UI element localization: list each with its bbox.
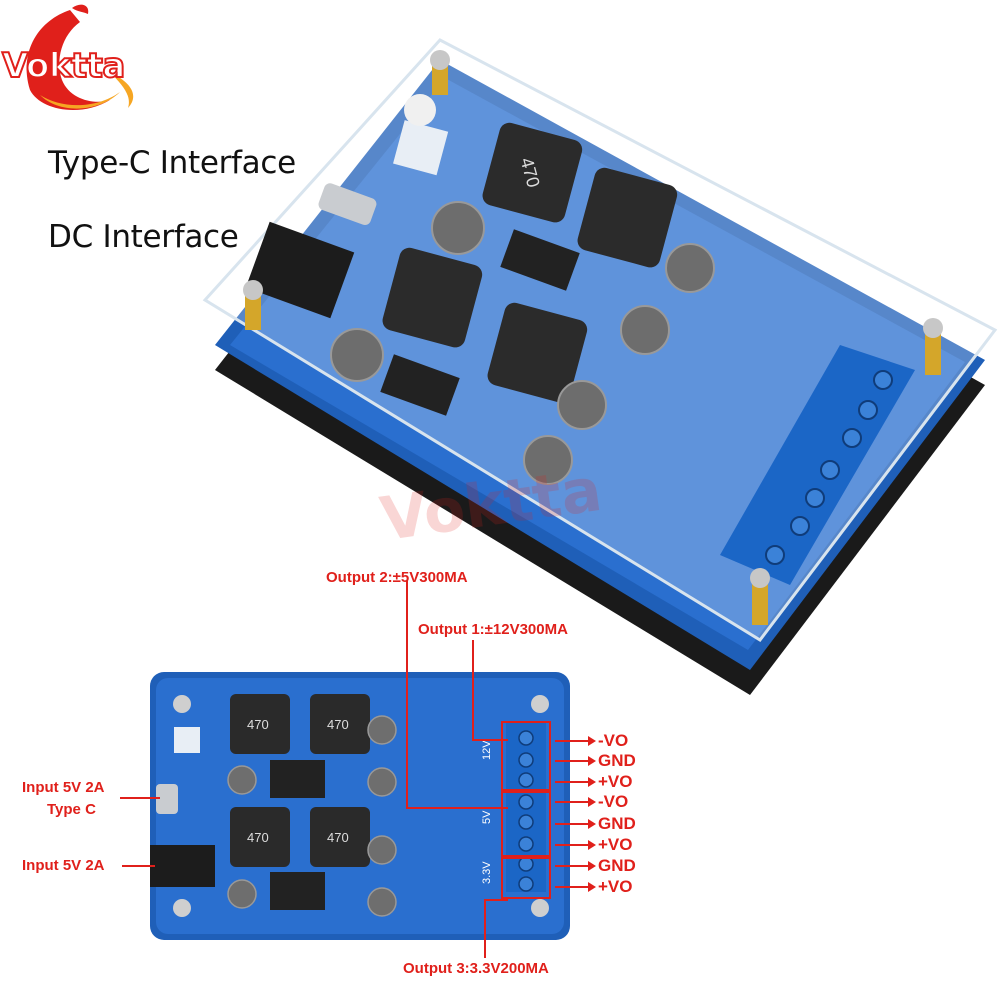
svg-text:470: 470 <box>247 830 269 845</box>
svg-text:470: 470 <box>327 717 349 732</box>
logo-text: Voktta <box>1 45 126 87</box>
output1-label: Output 1:±12V300MA <box>418 621 568 638</box>
pin-label: +VO <box>598 877 633 896</box>
inductor-mid-left <box>382 247 483 348</box>
pin-label: GND <box>598 814 636 833</box>
inductor-mid-right <box>487 302 588 403</box>
input-typec-label-line2: Type C <box>47 801 96 818</box>
pin-label: +VO <box>598 835 633 854</box>
silk-5v: 5V <box>481 810 493 824</box>
inductor-top-left: 470 <box>482 122 583 223</box>
pin-arrows <box>555 740 588 888</box>
pin-label: +VO <box>598 772 633 791</box>
dc-interface-label: DC Interface <box>48 219 239 255</box>
inductor-top-right <box>577 167 678 268</box>
type-c-interface-label: Type-C Interface <box>48 145 296 181</box>
pin-label: GND <box>598 856 636 875</box>
brand-logo: Voktta <box>0 0 175 120</box>
svg-text:470: 470 <box>247 717 269 732</box>
pin-label: -VO <box>598 792 629 811</box>
small-board-photo: 470 470 470 470 <box>150 672 570 940</box>
output2-label: Output 2:±5V300MA <box>326 569 468 586</box>
pin-label: GND <box>598 751 636 770</box>
input-typec-label-line1: Input 5V 2A <box>22 779 105 796</box>
input-dc-label: Input 5V 2A <box>22 857 105 874</box>
silk-33v: 3.3V <box>481 861 493 884</box>
pin-label: -VO <box>598 731 629 750</box>
silk-12v: 12V <box>481 740 493 760</box>
output3-label: Output 3:3.3V200MA <box>403 960 549 977</box>
fish-logo-icon <box>26 4 134 111</box>
svg-text:470: 470 <box>327 830 349 845</box>
main-board-photo: 470 <box>202 38 998 695</box>
